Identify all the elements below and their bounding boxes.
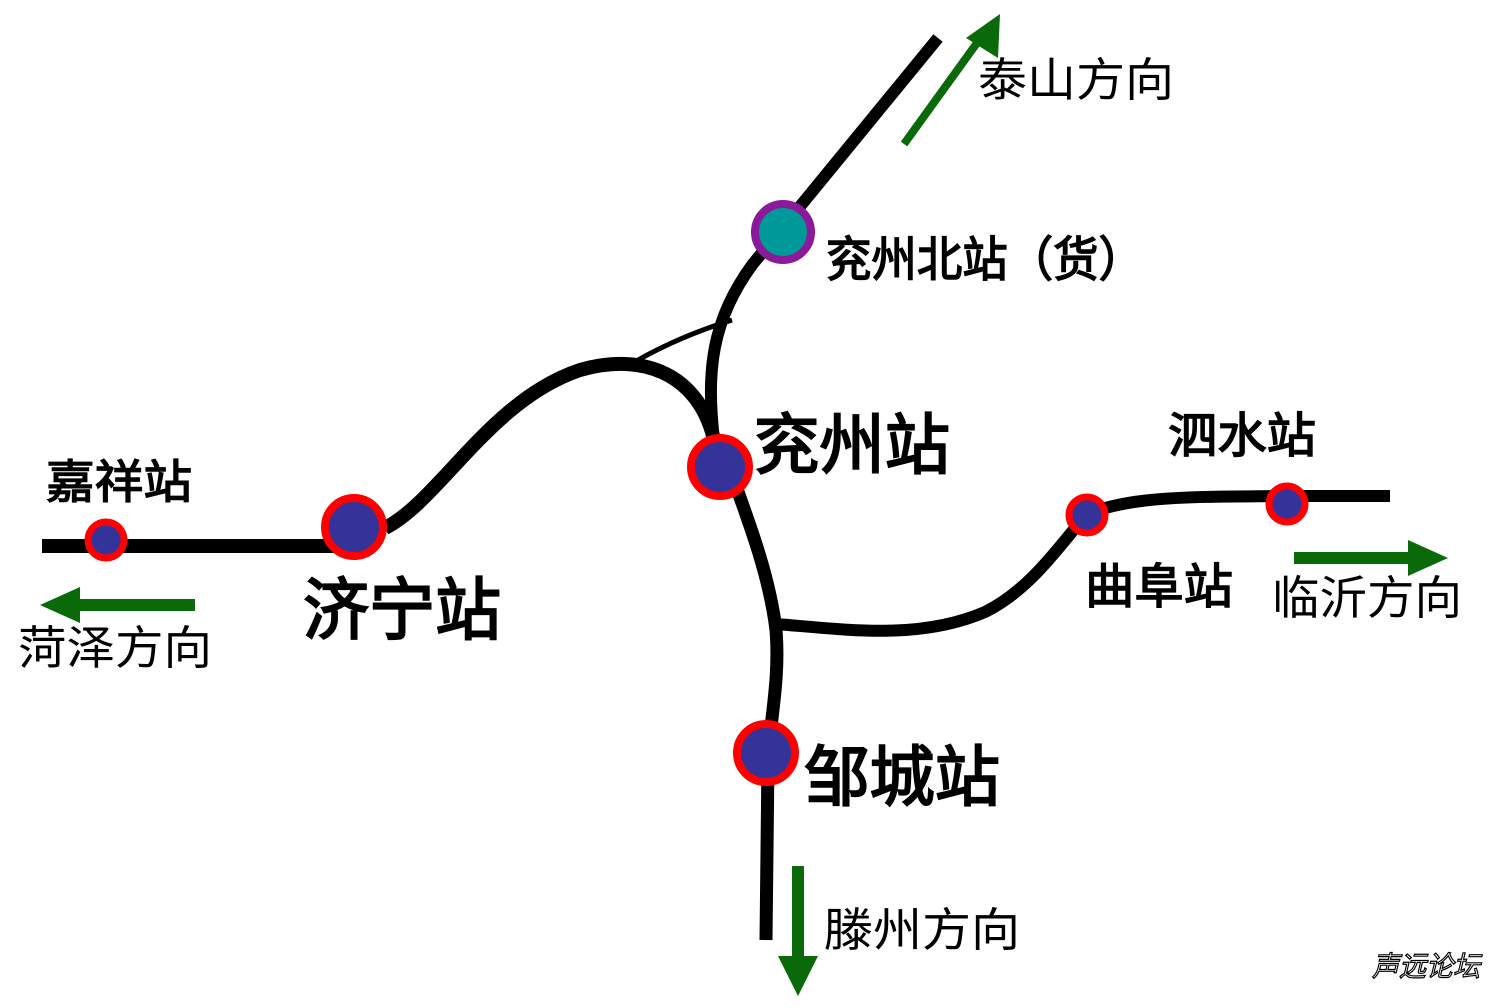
rail-yanzhou-tengzhou — [726, 475, 784, 941]
rail-branch-qufu — [775, 490, 1390, 637]
station-marker-yanzhou[interactable] — [687, 434, 753, 500]
label-jining: 济宁站 — [303, 572, 501, 651]
label-heze-direction: 菏泽方向 — [18, 621, 212, 675]
rail-jining-yanzhou — [381, 356, 723, 535]
arrow-tengzhou-icon — [778, 866, 818, 996]
label-taishan-direction: 泰山方向 — [978, 53, 1174, 107]
label-qufu: 曲阜站 — [1085, 559, 1233, 615]
label-yanzhou-north: 兖州北站（货） — [826, 232, 1144, 288]
station-marker-zoucheng[interactable] — [733, 720, 799, 786]
rail-chord — [636, 317, 733, 363]
label-linyi-direction: 临沂方向 — [1272, 571, 1462, 625]
station-marker-yanzhou-north[interactable] — [751, 200, 815, 264]
rail-lines — [42, 34, 1390, 941]
arrow-taishan-icon — [900, 14, 1000, 147]
label-yanzhou: 兖州站 — [754, 407, 950, 484]
label-zoucheng: 邹城站 — [804, 739, 1000, 816]
station-labels: 嘉祥站 济宁站 兖州站 兖州北站（货） 曲阜站 泗水站 邹城站 — [46, 232, 1316, 816]
arrow-linyi-icon — [1294, 540, 1448, 576]
watermark: 声远论坛 — [1372, 950, 1483, 983]
direction-labels: 泰山方向 菏泽方向 临沂方向 滕州方向 — [18, 53, 1462, 957]
rail-yanzhou-taishan — [704, 34, 943, 441]
direction-arrows — [40, 14, 1448, 996]
label-jiaxiang: 嘉祥站 — [46, 455, 192, 509]
arrow-heze-icon — [40, 587, 195, 623]
station-marker-qufu[interactable] — [1065, 493, 1109, 537]
station-marker-jining[interactable] — [321, 494, 387, 560]
label-tengzhou-direction: 滕州方向 — [824, 903, 1020, 957]
stations — [84, 200, 1309, 786]
station-marker-jiaxiang[interactable] — [84, 518, 128, 562]
label-sishui: 泗水站 — [1168, 408, 1316, 464]
station-marker-sishui[interactable] — [1265, 482, 1309, 526]
